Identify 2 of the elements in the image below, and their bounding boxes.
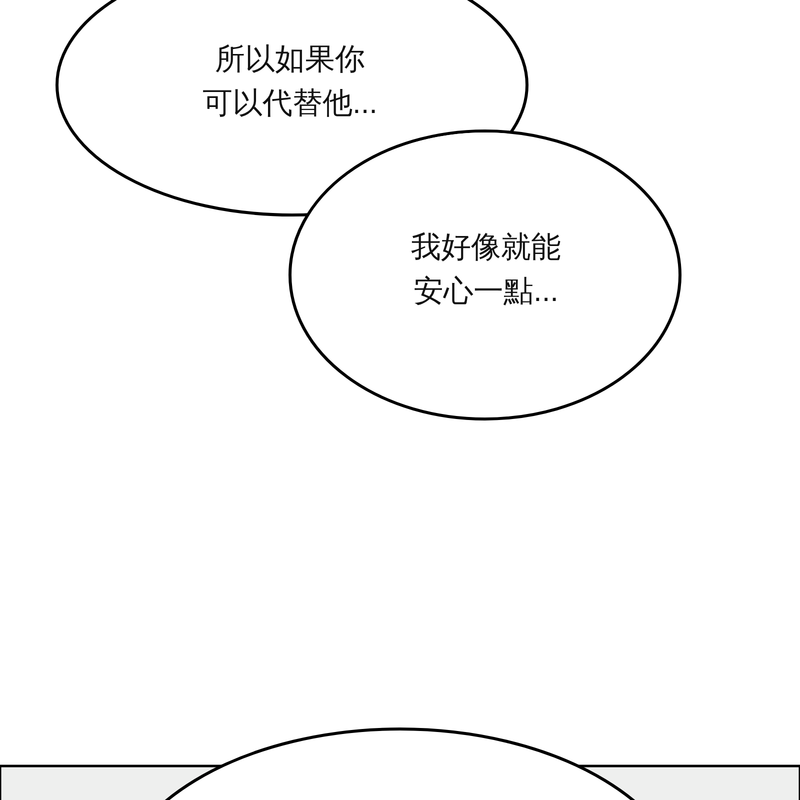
speech-text: 所以如果你可以代替他... bbox=[201, 42, 378, 122]
speech-text: 我好像就能安心一點... bbox=[410, 230, 562, 310]
